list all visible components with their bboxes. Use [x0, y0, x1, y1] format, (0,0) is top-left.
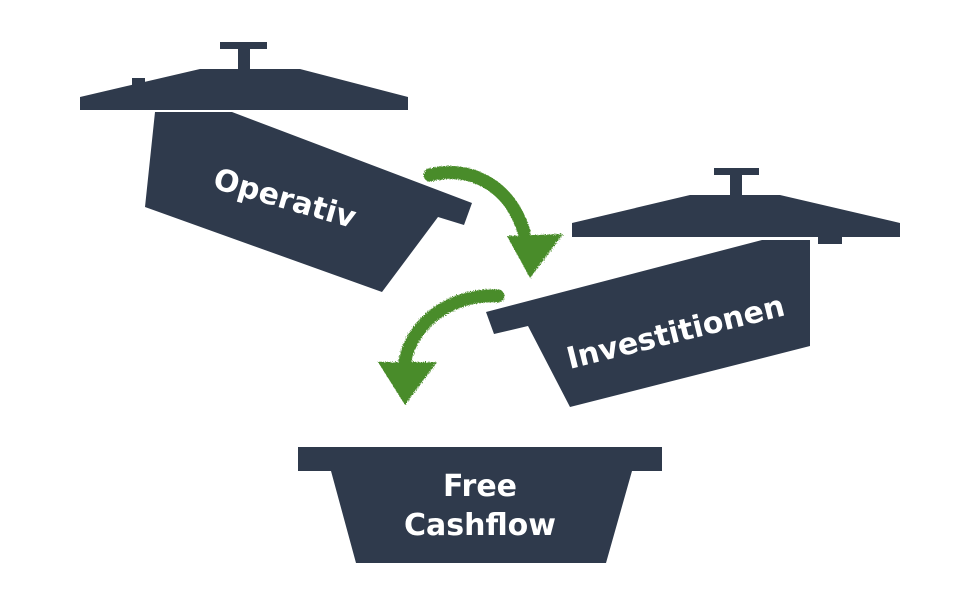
pot-investitionen-lid	[572, 168, 900, 244]
pot-free-cashflow-label-line2: Cashflow	[404, 508, 556, 543]
arrow-investitionen-to-free-cashflow	[378, 289, 505, 405]
pot-free-cashflow-body	[298, 447, 662, 563]
pot-free-cashflow: Free Cashflow	[298, 447, 662, 563]
pot-operativ: Operativ	[80, 42, 472, 292]
arrow-operativ-to-investitionen	[423, 165, 563, 278]
pot-operativ-lid	[80, 42, 408, 110]
pot-operativ-body: Operativ	[145, 112, 472, 292]
pot-investitionen: Investitionen	[486, 168, 900, 407]
pot-free-cashflow-label-line1: Free	[443, 469, 517, 504]
